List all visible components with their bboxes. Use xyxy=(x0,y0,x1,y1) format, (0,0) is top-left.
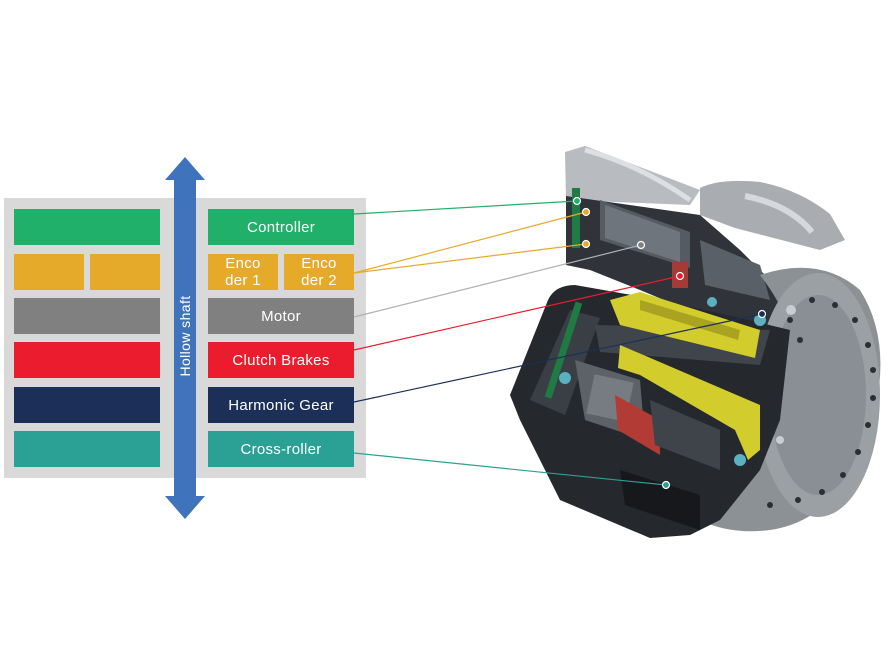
encoder-1-leader xyxy=(353,211,587,274)
actuator-cutaway-image xyxy=(510,146,881,538)
clutch-leader xyxy=(353,275,681,351)
leader-lines xyxy=(353,200,763,486)
cross-roller-block: Cross-roller xyxy=(208,431,354,467)
encoder-1-marker xyxy=(581,207,591,217)
encoder-2-leader xyxy=(353,243,587,274)
motor-marker xyxy=(636,240,646,250)
harmonic-gear-block: Harmonic Gear xyxy=(208,387,354,423)
harmonic-marker xyxy=(757,309,767,319)
layer-motor-left xyxy=(14,298,160,334)
layer-encoder1-left xyxy=(14,254,84,290)
controller-leader xyxy=(353,200,578,215)
hollow-shaft-arrow xyxy=(165,157,205,519)
encoder-2-marker xyxy=(581,239,591,249)
layer-harmonic-left xyxy=(14,387,160,423)
harmonic-leader xyxy=(353,313,763,403)
encoder-2-block: Enco der 2 xyxy=(284,254,354,290)
layer-encoder2-left xyxy=(90,254,160,290)
motor-leader xyxy=(353,244,642,318)
leader-endpoints xyxy=(572,196,767,490)
controller-block: Controller xyxy=(208,209,354,245)
layer-controller-left xyxy=(14,209,160,245)
motor-block: Motor xyxy=(208,298,354,334)
encoder-1-block: Enco der 1 xyxy=(208,254,278,290)
clutch-marker xyxy=(675,271,685,281)
controller-marker xyxy=(572,196,582,206)
cross-roller-leader xyxy=(353,452,667,486)
flange-bolt-holes xyxy=(767,297,876,508)
cross-roller-marker xyxy=(661,480,671,490)
hollow-shaft-label: Hollow shaft xyxy=(177,295,193,377)
clutch-brakes-block: Clutch Brakes xyxy=(208,342,354,378)
layer-cross-roller-left xyxy=(14,431,160,467)
layer-clutch-left xyxy=(14,342,160,378)
